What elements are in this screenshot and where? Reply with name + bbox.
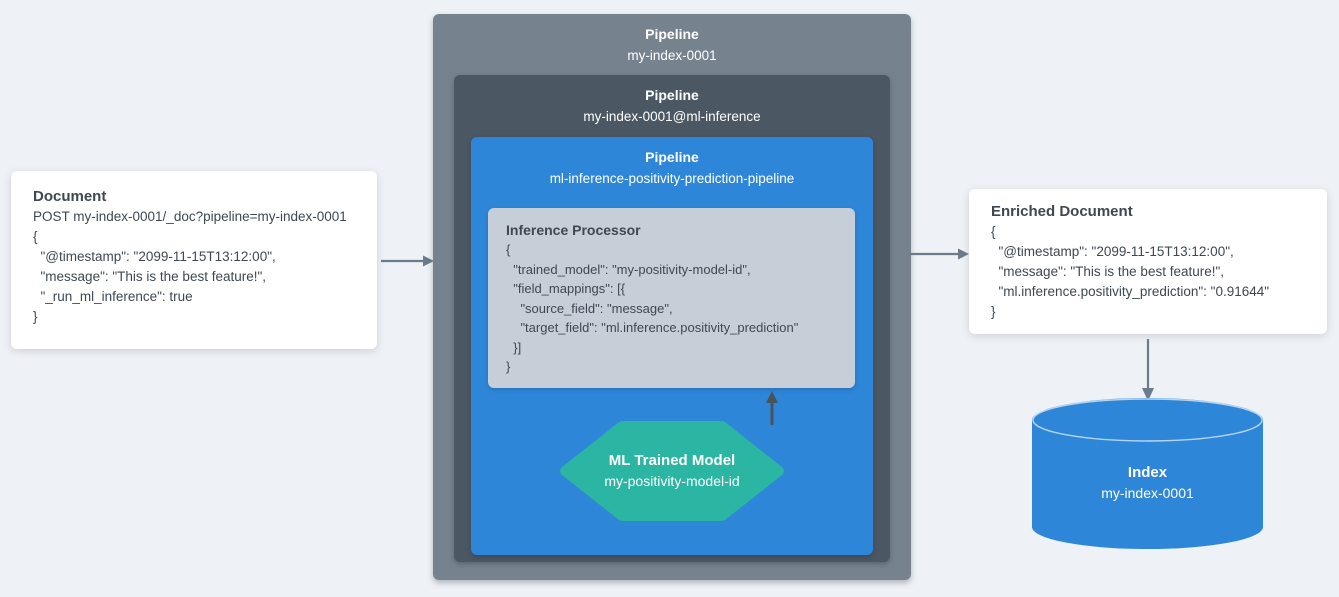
- index-title: Index: [1127, 464, 1168, 481]
- ml-trained-model-label: ML Trained Model my-positivity-model-id: [560, 421, 784, 521]
- arrow-pipeline-to-document-icon: [910, 248, 969, 260]
- index-name: my-index-0001: [1101, 485, 1194, 501]
- index-cylinder: Index my-index-0001: [1032, 398, 1263, 550]
- arrow-model-to-processor-icon: [766, 391, 778, 425]
- inference-processor-title: Inference Processor: [506, 222, 641, 238]
- ml-trained-model-title: ML Trained Model: [608, 452, 736, 469]
- enriched-document-card: Enriched Document { "@timestamp": "2099-…: [969, 189, 1327, 334]
- pipeline-ml-inference-box: Pipeline my-index-0001@ml-inference Pipe…: [454, 75, 890, 562]
- pipeline-ml-inference-header: Pipeline my-index-0001@ml-inference: [454, 75, 890, 127]
- arrow-document-to-pipeline-icon: [381, 255, 434, 267]
- inference-processor-card: Inference Processor { "trained_model": "…: [488, 208, 855, 388]
- enriched-document-body: { "@timestamp": "2099-11-15T13:12:00", "…: [991, 224, 1270, 319]
- ml-trained-model-name: my-positivity-model-id: [604, 473, 740, 489]
- pipeline-positivity-box: Pipeline ml-inference-positivity-predict…: [471, 137, 873, 555]
- document-card-body: POST my-index-0001/_doc?pipeline=my-inde…: [33, 209, 347, 324]
- arrow-document-to-index-icon: [1142, 339, 1154, 401]
- index-label: Index my-index-0001: [1032, 428, 1263, 538]
- pipeline-ml-inference-name: my-index-0001@ml-inference: [583, 109, 761, 124]
- pipeline-ml-inference-title: Pipeline: [645, 87, 699, 103]
- hexagon-shape-icon: [560, 421, 784, 521]
- pipeline-outer-box: Pipeline my-index-0001 Pipeline my-index…: [433, 14, 911, 580]
- document-card: Document POST my-index-0001/_doc?pipelin…: [11, 171, 377, 349]
- enriched-document-title: Enriched Document: [991, 203, 1133, 220]
- pipeline-outer-title: Pipeline: [645, 26, 699, 42]
- ml-trained-model-hexagon: ML Trained Model my-positivity-model-id: [560, 421, 784, 521]
- document-card-title: Document: [33, 188, 107, 205]
- pipeline-positivity-title: Pipeline: [645, 149, 699, 165]
- pipeline-outer-name: my-index-0001: [627, 48, 717, 63]
- pipeline-positivity-header: Pipeline ml-inference-positivity-predict…: [471, 137, 873, 189]
- pipeline-positivity-name: ml-inference-positivity-prediction-pipel…: [549, 171, 795, 186]
- cylinder-shape-icon: [1032, 398, 1263, 549]
- pipeline-outer-header: Pipeline my-index-0001: [433, 14, 911, 66]
- inference-processor-body: { "trained_model": "my-positivity-model-…: [506, 242, 799, 374]
